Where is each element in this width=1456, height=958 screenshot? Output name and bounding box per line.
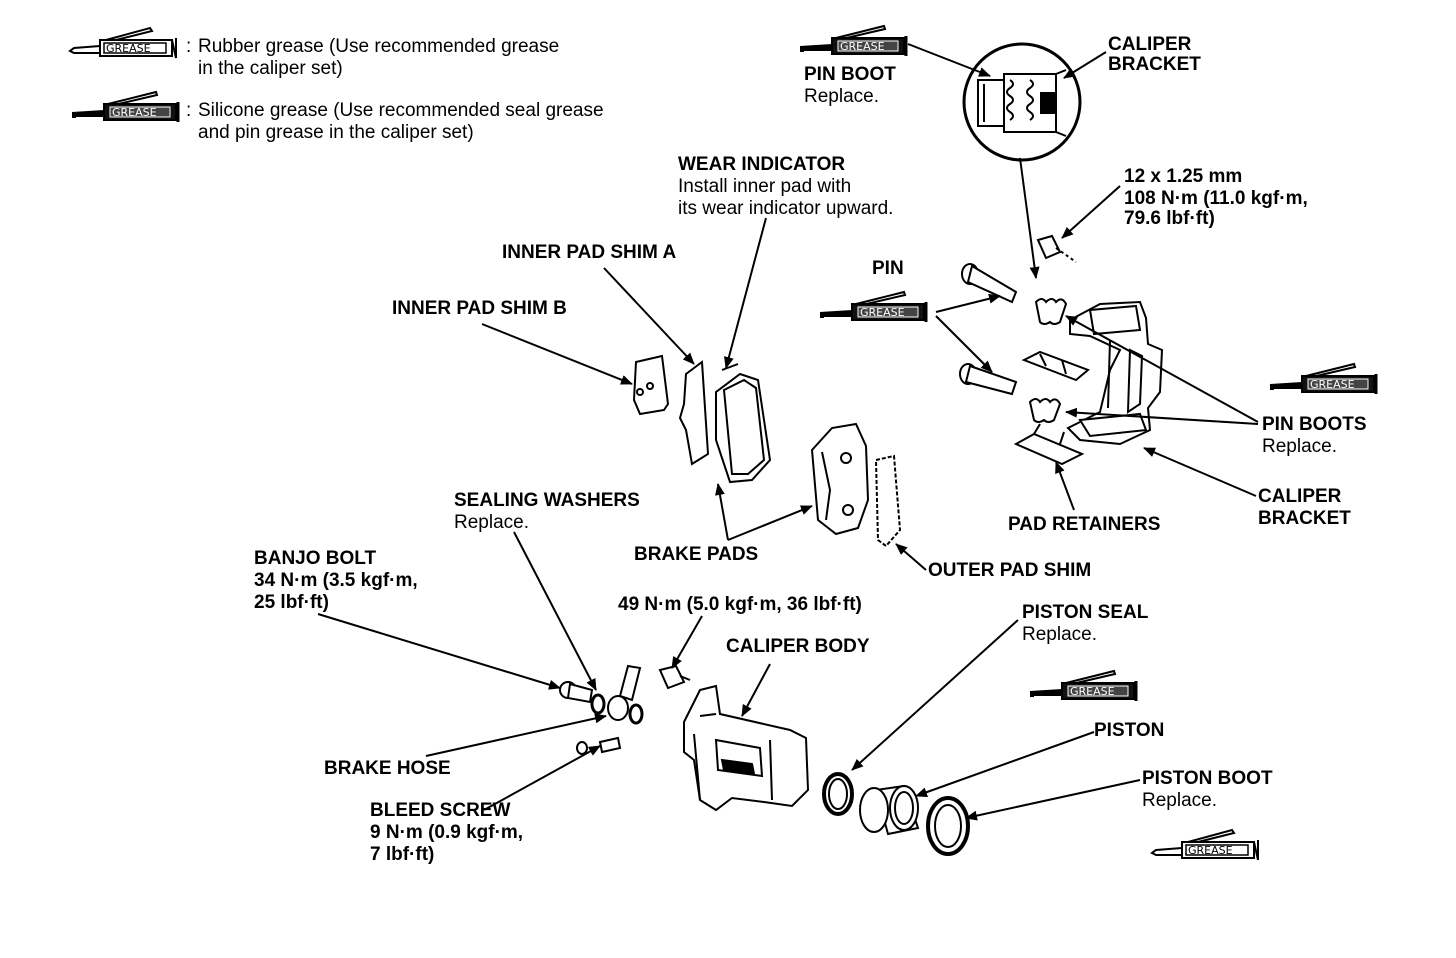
piston-seal-note: Replace. (1022, 624, 1097, 645)
svg-text:GREASE: GREASE (1070, 685, 1115, 698)
caliper-bracket-top-label-line1: CALIPER (1108, 34, 1192, 55)
sealing-washers-note: Replace. (454, 512, 529, 533)
caliper-bolt-part (658, 664, 691, 690)
banjo-bolt-spec-line1: 34 N·m (3.5 kgf·m, (254, 570, 418, 591)
pin-boot-top-note: Replace. (804, 86, 879, 107)
bracket-bolt-spec-line1: 12 x 1.25 mm (1124, 166, 1243, 187)
pin-grease-icon: GREASE (818, 290, 928, 324)
svg-text:GREASE: GREASE (1188, 844, 1233, 857)
svg-text:GREASE: GREASE (840, 40, 885, 53)
bleed-screw-label: BLEED SCREW (370, 800, 511, 821)
bleed-screw-part (576, 736, 622, 755)
inner-pad-shim-b-label: INNER PAD SHIM B (392, 298, 567, 319)
pin-boot-grease-icon: GREASE (798, 24, 908, 58)
svg-text:GREASE: GREASE (112, 106, 157, 119)
sealing-washers-part (590, 693, 644, 725)
caliper-bracket-part (1066, 300, 1164, 446)
rubber-grease-description-line2: in the caliper set) (198, 58, 343, 79)
silicone-grease-description-line2: and pin grease in the caliper set) (198, 122, 474, 143)
caliper-bracket-top-label-line2: BRACKET (1108, 54, 1201, 75)
piston-part (859, 784, 920, 836)
rubber-grease-description-line1: Rubber grease (Use recommended grease (198, 36, 560, 57)
silicone-grease-icon: GREASE (70, 90, 180, 124)
wear-indicator-label: WEAR INDICATOR (678, 154, 846, 175)
banjo-bolt-label: BANJO BOLT (254, 548, 377, 569)
pin-boots-part (1028, 298, 1068, 423)
pad-retainers-part (1013, 350, 1090, 466)
svg-text:GREASE: GREASE (860, 306, 905, 319)
inner-brake-pad-part (715, 363, 772, 484)
svg-text:GREASE: GREASE (1310, 378, 1355, 391)
rubber-grease-icon: GREASE (69, 27, 177, 59)
outer-pad-shim-part (874, 454, 902, 548)
pin-label: PIN (872, 258, 904, 279)
svg-text:GREASE: GREASE (106, 42, 151, 55)
pad-retainers-label: PAD RETAINERS (1008, 514, 1161, 535)
outer-brake-pad-part (810, 422, 870, 536)
bracket-bolt-spec-line3: 79.6 lbf·ft) (1124, 208, 1215, 229)
pin-boot-top-label: PIN BOOT (804, 64, 896, 85)
piston-boot-label: PISTON BOOT (1142, 768, 1273, 789)
caliper-bolt-spec: 49 N·m (5.0 kgf·m, 36 lbf·ft) (618, 594, 862, 615)
piston-seal-grease-icon: GREASE (1028, 669, 1138, 703)
caliper-bracket-right-label-line2: BRACKET (1258, 508, 1351, 529)
wear-indicator-note-line2: its wear indicator upward. (678, 198, 894, 219)
piston-boot-note: Replace. (1142, 790, 1217, 811)
leader-lines (317, 43, 1259, 821)
piston-boot-grease-icon: GREASE (1151, 829, 1259, 861)
bracket-bolt-part (1036, 234, 1077, 263)
bleed-screw-spec-line1: 9 N·m (0.9 kgf·m, (370, 822, 524, 843)
caliper-body-part (683, 684, 810, 812)
bracket-bolt-spec-line2: 108 N·m (11.0 kgf·m, (1124, 188, 1308, 209)
caliper-bracket-right-label-line1: CALIPER (1258, 486, 1342, 507)
piston-seal-label: PISTON SEAL (1022, 602, 1149, 623)
brake-hose-part (607, 664, 642, 721)
banjo-bolt-spec-line2: 25 lbf·ft) (254, 592, 329, 613)
bleed-screw-spec-line2: 7 lbf·ft) (370, 844, 435, 865)
brake-pads-label: BRAKE PADS (634, 544, 759, 565)
banjo-bolt-part (559, 681, 594, 704)
silicone-grease-description-line1: Silicone grease (Use recommended seal gr… (198, 100, 604, 121)
pin-boots-note: Replace. (1262, 436, 1337, 457)
inner-pad-shim-b-part (632, 354, 670, 416)
outer-pad-shim-label: OUTER PAD SHIM (928, 560, 1092, 581)
inner-pad-shim-a-label: INNER PAD SHIM A (502, 242, 677, 263)
pin-lower-part (959, 363, 1018, 396)
brake-hose-label: BRAKE HOSE (324, 758, 451, 779)
pin-boot-detail-circle (962, 42, 1082, 162)
inner-pad-shim-a-part (678, 360, 710, 466)
silicone-grease-colon: : (186, 100, 192, 121)
caliper-body-label: CALIPER BODY (726, 636, 870, 657)
piston-seal-part (822, 772, 854, 816)
sealing-washers-label: SEALING WASHERS (454, 490, 640, 511)
rubber-grease-colon: : (186, 36, 192, 57)
pin-boots-grease-icon: GREASE (1268, 362, 1378, 396)
pin-upper-part (961, 263, 1018, 304)
wear-indicator-note-line1: Install inner pad with (678, 176, 852, 197)
pin-boots-label: PIN BOOTS (1262, 414, 1367, 435)
piston-boot-part (926, 796, 970, 856)
piston-label: PISTON (1094, 720, 1165, 741)
